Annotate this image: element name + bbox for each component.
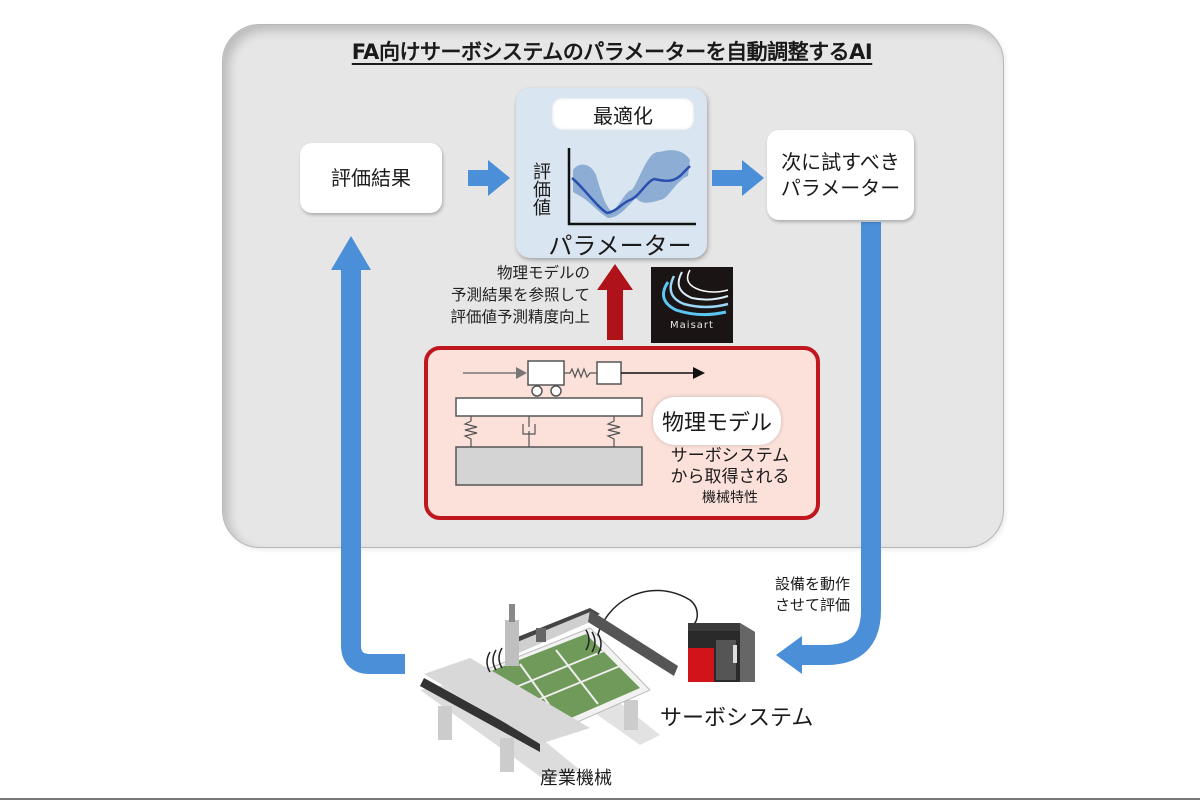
operation-note-line: させて評価 <box>774 596 850 614</box>
next-parameters-label: 次に試すべき パラメーター <box>780 150 901 200</box>
physics-note-line: 予測結果を参照して <box>450 286 590 304</box>
cart-mass <box>527 360 565 386</box>
servo-system-label: サーボシステム <box>660 706 814 731</box>
optimization-y-axis-label: 評価値 <box>530 162 551 216</box>
mean-prediction-line <box>571 165 691 215</box>
arrow-head-eval <box>331 236 371 270</box>
physics-note-line: 物理モデルの <box>496 264 590 282</box>
evaluation-result-node: 評価結果 <box>300 143 442 213</box>
optimization-label: 最適化 <box>552 98 694 130</box>
physics-model-note: 物理モデルの 予測結果を参照して 評価値予測精度向上 <box>410 262 590 328</box>
arrow-machine-to-eval <box>341 268 405 674</box>
connection-cable <box>595 589 698 643</box>
damper <box>522 416 536 447</box>
industrial-machine-label: 産業機械 <box>540 768 612 789</box>
physics-model-label: 物理モデル <box>653 397 781 445</box>
physics-arrow-up <box>597 264 633 340</box>
arrow-head-servo <box>776 636 802 674</box>
base-ground <box>455 446 643 486</box>
operation-note: 設備を動作 させて評価 <box>740 574 850 616</box>
arrow-eval-to-optimization <box>468 160 510 196</box>
physics-desc-line: サーボシステム <box>670 446 790 466</box>
next-parameters-node: 次に試すべき パラメーター <box>767 130 914 220</box>
arrow-optimization-to-next <box>712 160 764 196</box>
physics-desc-line: 機械特性 <box>702 490 758 506</box>
spring-left <box>463 416 478 447</box>
uncertainty-band <box>573 150 690 218</box>
evaluation-result-label: 評価結果 <box>331 166 411 190</box>
physics-desc-line: から取得される <box>670 467 790 487</box>
beam <box>455 397 643 417</box>
optimization-x-axis-label: パラメーター <box>548 232 692 260</box>
servo-amplifier-icon <box>688 623 755 682</box>
operation-note-line: 設備を動作 <box>774 575 850 593</box>
diagram-title: FA向けサーボシステムのパラメーターを自動調整するAI <box>222 36 1002 66</box>
bottom-border <box>0 798 1200 800</box>
diagram-title-text: FA向けサーボシステムのパラメーターを自動調整するAI <box>351 40 873 64</box>
industrial-machine-icon <box>420 604 678 780</box>
physics-note-line: 評価値予測精度向上 <box>450 308 590 326</box>
spring-right <box>606 416 621 447</box>
arrow-next-to-servo <box>800 222 881 665</box>
physics-model-description: サーボシステム から取得される 機械特性 <box>650 446 810 509</box>
maisart-logo-text: Maisart <box>670 320 714 331</box>
spring-horizontal <box>564 367 597 379</box>
